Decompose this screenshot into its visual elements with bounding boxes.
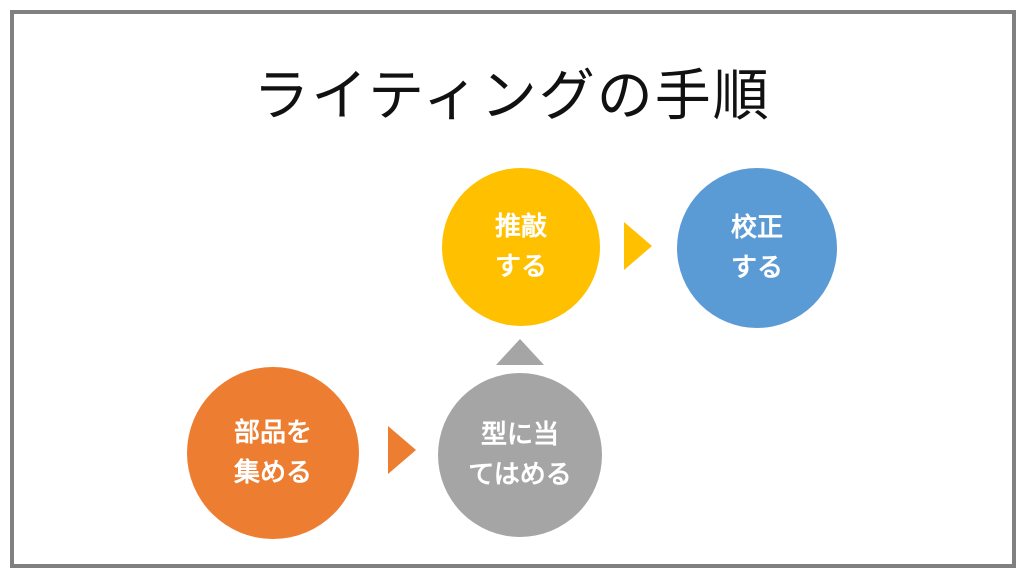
step-proofread: 校正 する [677,168,837,328]
step-proofread-line2: する [730,253,783,283]
step-fit-template-line1: 型に当 [480,420,559,450]
step-collect-parts-line2: 集める [233,458,312,488]
step-collect-parts: 部品を 集める [187,367,359,539]
step-revise-line1: 推敲 [494,212,547,242]
arrow-up-icon [496,339,544,365]
step-revise: 推敲 する [442,168,600,326]
step-collect-parts-line1: 部品を [233,418,312,448]
step-fit-template: 型に当 てはめる [438,373,602,537]
arrow-right-icon [388,426,416,474]
step-proofread-line1: 校正 [730,213,783,243]
step-fit-template-line2: てはめる [468,460,572,490]
slide-title: ライティングの手順 [253,64,771,129]
step-revise-line2: する [494,252,547,282]
arrow-right-icon [624,222,652,270]
